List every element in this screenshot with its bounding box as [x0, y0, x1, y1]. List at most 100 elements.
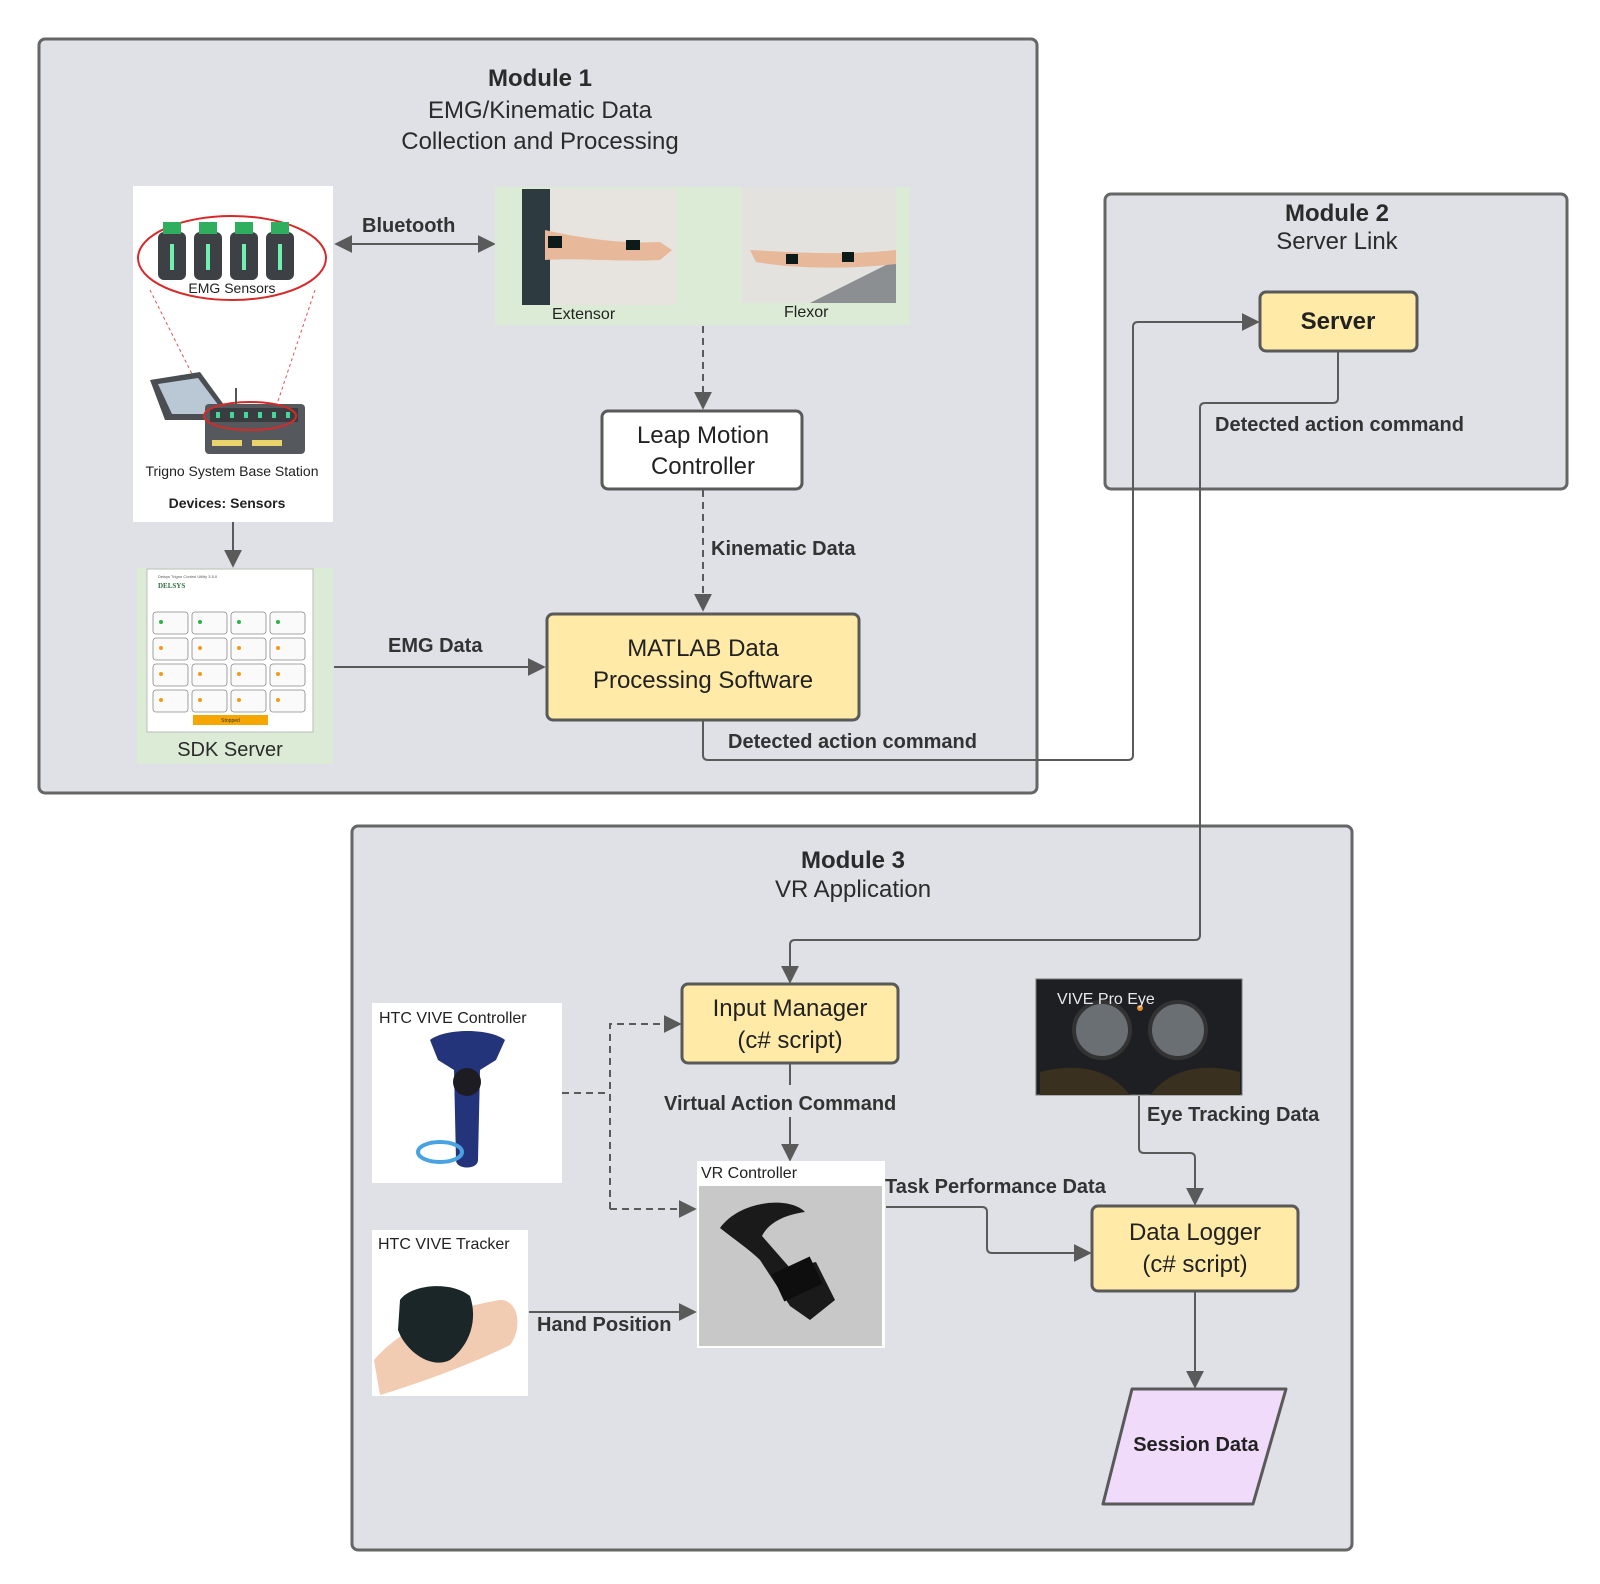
- sdk-server-label: SDK Server: [177, 739, 283, 761]
- sensors-panel: EMG Sensors Trigno System Base Station: [133, 186, 333, 522]
- emg-sensors-label: EMG Sensors: [188, 280, 275, 296]
- hand-position-label: Hand Position: [537, 1314, 671, 1336]
- matlab-node: MATLAB Data Processing Software: [545, 612, 861, 722]
- sdk-window-title: Delsys Trigno Control Utility 3.5.0: [158, 574, 218, 579]
- server-label: Server: [1301, 308, 1376, 335]
- vive-controller-icon: [416, 1031, 505, 1168]
- matlab-line1: MATLAB Data: [627, 635, 779, 662]
- module-1-subtitle-line2: Collection and Processing: [401, 128, 679, 155]
- module-1-detected-action-label: Detected action command: [728, 731, 977, 753]
- sdk-channel-tile: [191, 689, 228, 713]
- server-to-input-manager-connector: [781, 352, 1339, 984]
- sdk-channel-tile: [269, 689, 306, 713]
- module-2-subtitle: Server Link: [1276, 228, 1398, 255]
- sdk-channel-tile: [152, 611, 189, 635]
- module-3-subtitle: VR Application: [775, 876, 931, 903]
- sdk-channel-status-dot: [276, 620, 280, 624]
- flexor-label: Flexor: [784, 304, 829, 321]
- input-manager-node: Input Manager (c# script): [680, 982, 900, 1065]
- sdk-channel-grid: [152, 611, 306, 713]
- sdk-channel-status-dot: [237, 698, 241, 702]
- sdk-channel-status-dot: [237, 620, 241, 624]
- bluetooth-label: Bluetooth: [362, 215, 455, 237]
- zoom-guide-left: [149, 289, 211, 411]
- sdk-channel-tile: [230, 611, 267, 635]
- emg-sensors-icon: [137, 215, 327, 301]
- right-lens-icon: [1148, 1000, 1208, 1060]
- sdk-channel-status-dot: [198, 672, 202, 676]
- arm-photos-panel: Extensor Flexor: [495, 187, 910, 325]
- input-manager-line2: (c# script): [737, 1027, 842, 1054]
- htc-vive-controller-label: HTC VIVE Controller: [379, 1010, 527, 1027]
- sdk-channel-tile: [152, 663, 189, 687]
- sdk-channel-tile: [230, 637, 267, 661]
- devices-label: Devices: Sensors: [169, 495, 286, 511]
- session-data-label: Session Data: [1133, 1434, 1259, 1456]
- sdk-channel-status-dot: [237, 672, 241, 676]
- sdk-channel-tile: [191, 637, 228, 661]
- sdk-channel-tile: [269, 611, 306, 635]
- left-lens-icon: [1072, 1000, 1132, 1060]
- matlab-line2: Processing Software: [593, 667, 813, 694]
- session-data-node: Session Data: [1101, 1387, 1288, 1506]
- server-node: Server: [1258, 290, 1419, 353]
- module-3-title: Module 3: [801, 847, 905, 874]
- sdk-channel-status-dot: [237, 646, 241, 650]
- base-station-icon: [150, 372, 305, 454]
- sdk-channel-tile: [152, 637, 189, 661]
- matlab-to-server-connector: [702, 313, 1260, 761]
- sdk-channel-tile: [269, 663, 306, 687]
- sdk-channel-tile: [191, 611, 228, 635]
- module-1-subtitle-line1: EMG/Kinematic Data: [428, 97, 653, 124]
- sdk-channel-status-dot: [276, 672, 280, 676]
- extensor-photo: [522, 189, 676, 305]
- sdk-channel-tile: [230, 663, 267, 687]
- htc-vive-tracker-panel: HTC VIVE Tracker: [372, 1230, 528, 1396]
- module-3: Module 3 VR Application HTC VIVE Control…: [350, 824, 1354, 1552]
- kinematic-data-label: Kinematic Data: [711, 538, 856, 560]
- htc-controller-to-input-manager-connector: [609, 1015, 682, 1209]
- vr-controller-label: VR Controller: [701, 1165, 798, 1182]
- task-performance-connector: [886, 1206, 1092, 1262]
- vr-controller-panel: VR Controller: [697, 1161, 885, 1348]
- sdk-channel-status-dot: [159, 698, 163, 702]
- extensor-label: Extensor: [552, 306, 616, 323]
- sdk-brand: DELSYS: [158, 582, 185, 590]
- vive-tracker-icon: [374, 1286, 518, 1395]
- module-1-title: Module 1: [488, 65, 592, 92]
- module-1: Module 1 EMG/Kinematic Data Collection a…: [37, 37, 1039, 795]
- flexor-photo: [742, 187, 896, 303]
- task-performance-label: Task Performance Data: [885, 1176, 1107, 1198]
- sdk-channel-tile: [230, 689, 267, 713]
- module-2-detected-action-label: Detected action command: [1215, 414, 1464, 436]
- vive-pro-eye-label: VIVE Pro Eye: [1057, 991, 1155, 1008]
- emg-data-label: EMG Data: [388, 635, 483, 657]
- data-logger-node: Data Logger (c# script): [1090, 1204, 1300, 1293]
- sdk-channel-status-dot: [198, 698, 202, 702]
- sdk-channel-tile: [191, 663, 228, 687]
- sdk-channel-tile: [269, 637, 306, 661]
- leap-motion-node: Leap Motion Controller: [600, 409, 804, 491]
- sdk-channel-status-dot: [198, 620, 202, 624]
- sdk-status-bar: [193, 715, 268, 725]
- module-2-title: Module 2: [1285, 200, 1389, 227]
- sdk-channel-status-dot: [276, 646, 280, 650]
- eye-tracking-label: Eye Tracking Data: [1147, 1104, 1320, 1126]
- data-logger-line2: (c# script): [1142, 1251, 1247, 1278]
- module-2: Module 2 Server Link Server Detected act…: [1103, 192, 1569, 491]
- vive-pro-eye-panel: VIVE Pro Eye: [1035, 978, 1243, 1096]
- sdk-window-screenshot: Delsys Trigno Control Utility 3.5.0 DELS…: [146, 568, 314, 733]
- sdk-status: Stopped: [221, 718, 240, 724]
- eye-tracking-connector: [1138, 1096, 1204, 1206]
- htc-vive-controller-panel: HTC VIVE Controller: [372, 1003, 562, 1183]
- data-logger-line1: Data Logger: [1129, 1219, 1261, 1246]
- sdk-channel-status-dot: [159, 672, 163, 676]
- base-station-label: Trigno System Base Station: [145, 463, 318, 479]
- sdk-channel-status-dot: [159, 646, 163, 650]
- vr-claw-icon: [720, 1202, 835, 1320]
- sdk-channel-tile: [152, 689, 189, 713]
- sdk-channel-status-dot: [198, 646, 202, 650]
- virtual-action-label: Virtual Action Command: [664, 1093, 896, 1115]
- sdk-server-panel: Delsys Trigno Control Utility 3.5.0 DELS…: [137, 568, 333, 764]
